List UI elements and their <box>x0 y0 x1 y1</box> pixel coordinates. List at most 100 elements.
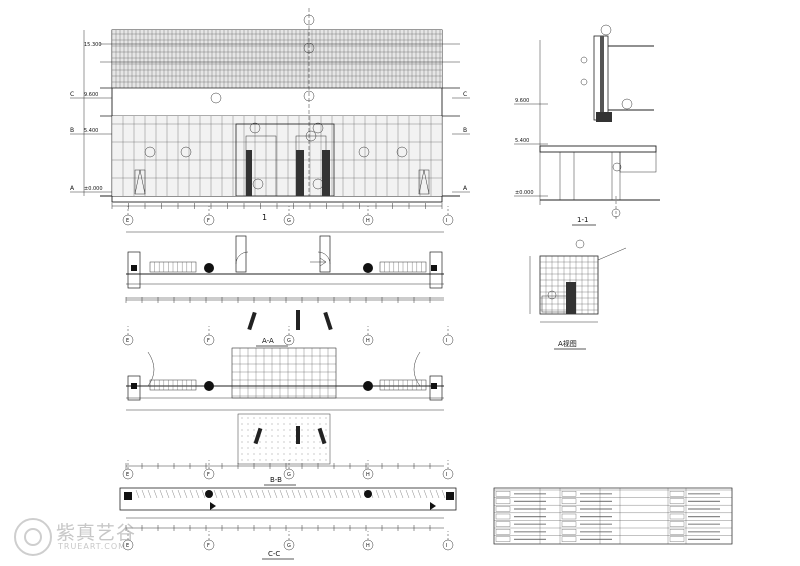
ramp-texture <box>301 447 303 449</box>
canopy-hatch <box>231 489 236 499</box>
ramp-texture <box>265 417 267 419</box>
canopy-hatch <box>309 489 314 499</box>
canopy-hatch <box>195 489 200 499</box>
canopy-hatch <box>357 489 362 499</box>
ramp-texture <box>283 459 285 461</box>
ramp-texture <box>283 429 285 431</box>
plan-aa <box>125 231 444 331</box>
ramp-texture <box>313 417 315 419</box>
ramp-texture <box>283 453 285 455</box>
axis-label: E <box>126 472 129 478</box>
ramp-texture <box>301 417 303 419</box>
plan-cc <box>119 487 457 531</box>
axis-bubble <box>442 539 454 551</box>
canopy-hatch <box>213 489 218 499</box>
canopy-hatch <box>429 489 434 499</box>
canopy-hatch <box>405 489 410 499</box>
section-title-cc: C-C <box>268 550 280 558</box>
ramp-texture <box>259 441 261 443</box>
legend-swatch <box>669 529 685 535</box>
canopy-hatch <box>411 489 416 499</box>
detail-callout <box>303 42 315 54</box>
canopy-hatch <box>315 489 320 499</box>
canopy-hatch <box>249 489 254 499</box>
ramp-texture <box>283 447 285 449</box>
door-swing <box>423 169 430 195</box>
canopy-hatch <box>273 489 278 499</box>
axis-bubble <box>442 468 454 480</box>
legend-swatch <box>669 513 685 520</box>
ramp-texture <box>253 459 255 461</box>
canopy-hatch <box>147 489 152 499</box>
ramp-texture <box>259 417 261 419</box>
ramp-texture <box>313 447 315 449</box>
ramp-texture <box>259 447 261 449</box>
canopy-hatch <box>441 489 446 499</box>
watermark-seal-icon <box>14 518 52 556</box>
section-title-11: 1-1 <box>577 216 588 224</box>
canopy-hatch <box>243 489 248 499</box>
legend-swatch <box>561 536 577 542</box>
detail-callout <box>312 178 324 190</box>
ramp-texture <box>241 447 243 449</box>
ramp-texture <box>319 447 321 449</box>
ramp-texture <box>313 429 315 431</box>
ramp-texture <box>319 423 321 425</box>
section-level-value: 5.400 <box>515 138 529 144</box>
ramp-texture <box>313 453 315 455</box>
ramp-texture <box>325 459 327 461</box>
ramp-texture <box>265 459 267 461</box>
canopy-hatch <box>177 489 182 499</box>
ramp-texture <box>271 459 273 461</box>
legend-swatch <box>495 513 511 520</box>
ramp-texture <box>259 423 261 425</box>
legend-swatch <box>561 498 577 504</box>
ramp-texture <box>265 423 267 425</box>
ramp-texture <box>283 423 285 425</box>
legend-swatch <box>495 498 511 504</box>
detail-callout <box>312 122 324 134</box>
legend-swatch <box>561 529 577 535</box>
ramp-texture <box>295 453 297 455</box>
ramp-texture <box>295 423 297 425</box>
detail-callout <box>210 92 222 104</box>
ramp-texture <box>289 447 291 449</box>
ramp-texture <box>241 429 243 431</box>
ramp-texture <box>271 447 273 449</box>
ramp-texture <box>271 435 273 437</box>
ramp-texture <box>247 435 249 437</box>
ramp-texture <box>247 417 249 419</box>
legend-swatch <box>495 506 511 512</box>
legend-swatch <box>669 491 685 497</box>
ramp-texture <box>289 453 291 455</box>
axis-label: F <box>207 338 210 344</box>
ramp-texture <box>253 435 255 437</box>
view-a-detail <box>529 239 627 323</box>
door-swing <box>418 169 425 195</box>
axis-label: H <box>366 543 370 549</box>
axis-label: G <box>287 218 291 224</box>
canopy-hatch <box>189 489 194 499</box>
ramp-texture <box>307 447 309 449</box>
ramp-texture <box>313 435 315 437</box>
level-mark-right: C <box>463 91 467 98</box>
level-mark-right: A <box>463 185 468 192</box>
detail-callout <box>180 146 192 158</box>
canopy-hatch <box>285 489 290 499</box>
plan-bb <box>125 347 444 469</box>
ramp-texture <box>289 417 291 419</box>
legend-swatch <box>495 491 511 497</box>
ramp-texture <box>295 459 297 461</box>
ramp-texture <box>313 459 315 461</box>
ramp-texture <box>265 429 267 431</box>
canopy-hatch <box>435 489 440 499</box>
ramp-texture <box>241 459 243 461</box>
ramp-texture <box>307 441 309 443</box>
canopy-hatch <box>321 489 326 499</box>
ramp-texture <box>283 417 285 419</box>
top-level-value: 15.300 <box>84 42 102 48</box>
door-swing <box>134 169 141 195</box>
